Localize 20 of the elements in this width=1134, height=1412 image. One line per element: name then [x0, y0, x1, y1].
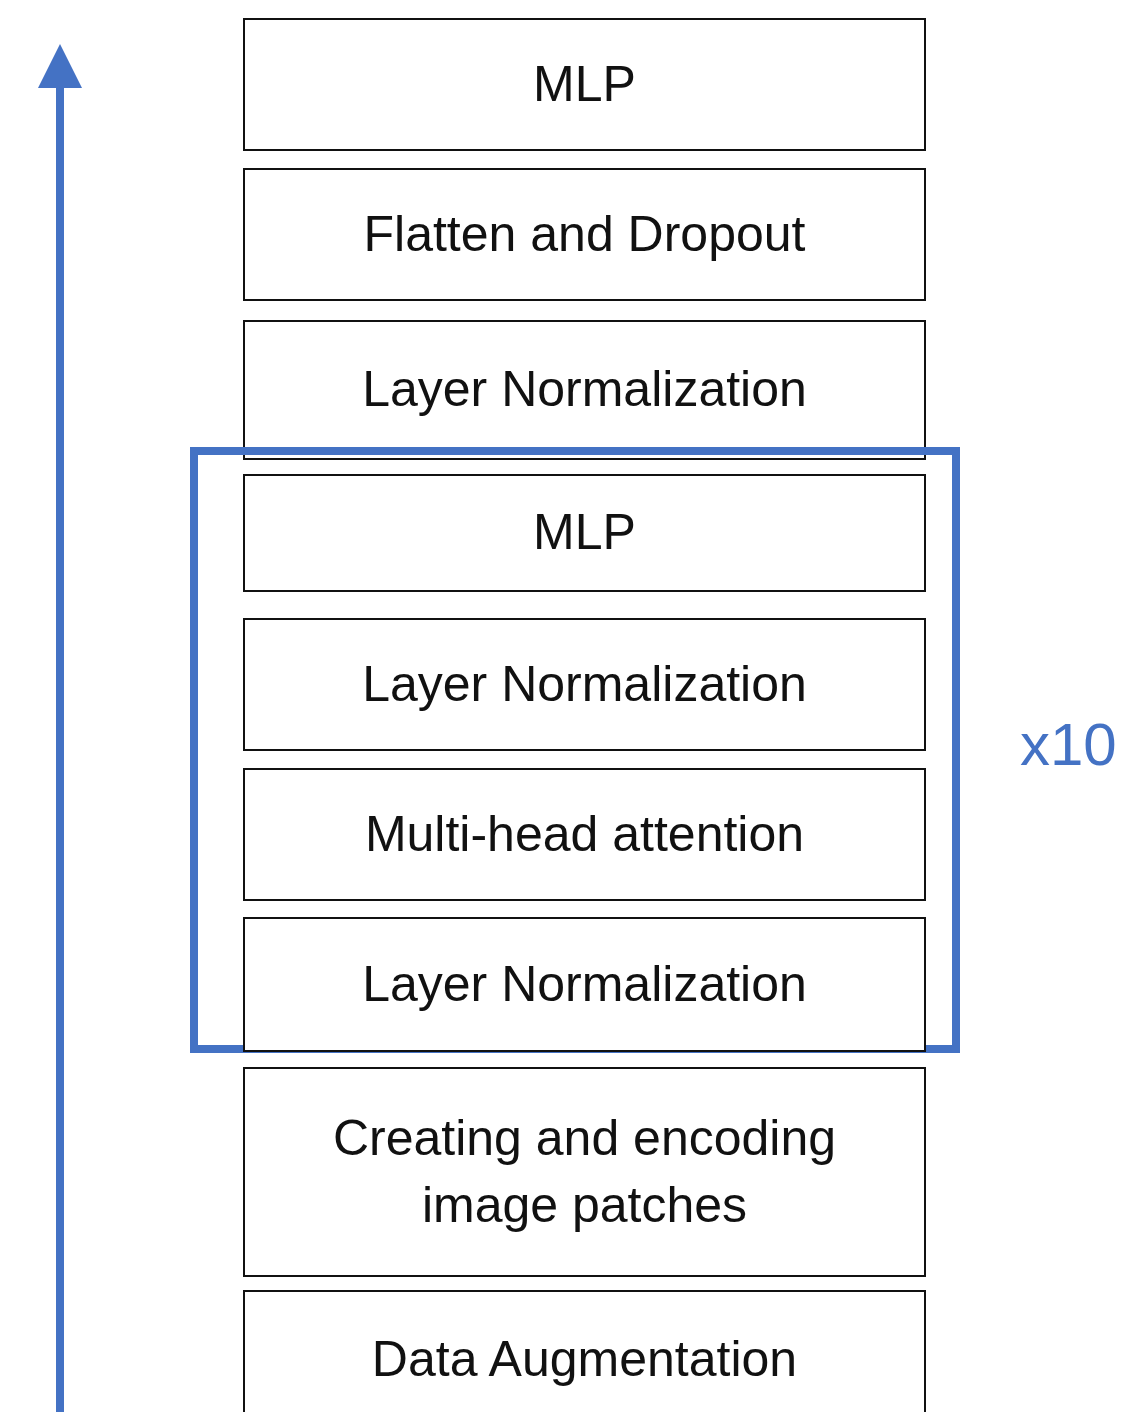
layer-label: Multi-head attention: [363, 804, 806, 864]
layer-label: Layer Normalization: [361, 360, 808, 420]
repeat-count: x10: [1020, 710, 1117, 779]
layer-box: [243, 168, 926, 301]
layer-label: Creating and encoding image patches: [331, 1108, 838, 1235]
repeat-frame: [190, 447, 960, 1053]
layer-label: Flatten and Dropout: [362, 204, 807, 264]
layer-label: MLP: [532, 503, 637, 563]
layer-box: [243, 18, 926, 151]
layer-box: [243, 917, 926, 1052]
layer-box: [243, 474, 926, 592]
layer-label: Data Augmentation: [370, 1330, 799, 1390]
layer-box: [243, 768, 926, 901]
layer-box: [243, 320, 926, 460]
layer-label: Layer Normalization: [361, 654, 808, 714]
layer-label: Layer Normalization: [361, 954, 808, 1014]
layer-label: MLP: [532, 54, 637, 114]
layer-box: [243, 1290, 926, 1412]
layer-box: [243, 1067, 926, 1277]
layer-box: [243, 618, 926, 751]
